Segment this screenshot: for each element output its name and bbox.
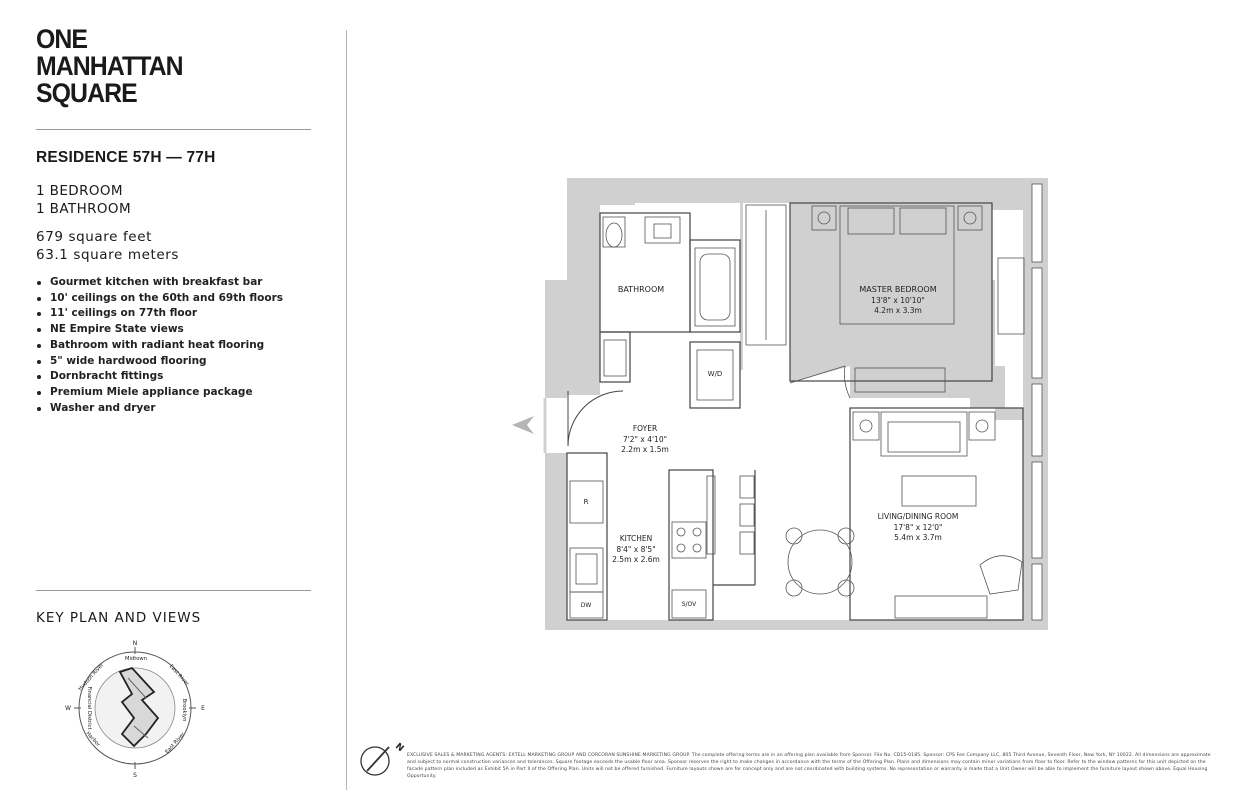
side-table (968, 411, 996, 441)
oven (671, 589, 707, 619)
north-label: N (393, 742, 405, 755)
feature-item: 5" wide hardwood flooring (36, 354, 283, 370)
living-label: LIVING/DINING ROOM (878, 512, 959, 521)
compass-w: W (65, 705, 71, 712)
bath-cabinet (603, 339, 627, 377)
area-square-feet: 679 square feet (36, 229, 152, 245)
feature-item: 11' ceilings on 77th floor (36, 306, 283, 322)
bedroom-furniture (789, 205, 1025, 399)
bedroom-count: 1 BEDROOM (36, 183, 123, 199)
feature-item: Gourmet kitchen with breakfast bar (36, 275, 283, 291)
feature-item: 10' ceilings on the 60th and 69th floors (36, 291, 283, 307)
dishwasher-label: DW (581, 602, 592, 609)
dining-table (787, 529, 853, 595)
key-plan-title: KEY PLAN AND VIEWS (36, 610, 202, 626)
room-count: 1 BEDROOM 1 BATHROOM (36, 182, 131, 218)
divider (36, 129, 311, 130)
feature-item: Dornbracht fittings (36, 369, 283, 385)
footprint-detail (127, 677, 149, 739)
closet (745, 204, 787, 346)
kitchen-sink (569, 547, 604, 593)
window-mullions (1031, 183, 1043, 621)
info-sidebar: ONE MANHATTAN SQUARE RESIDENCE 57H — 77H… (0, 0, 330, 800)
living-dim-metric: 5.4m x 3.7m (894, 533, 942, 542)
entry-arrow-icon (512, 416, 534, 434)
bed (839, 205, 955, 325)
dresser (854, 367, 946, 393)
coffee-table (901, 475, 977, 507)
foyer-open-area (630, 332, 723, 389)
view-label: Harbor (85, 731, 102, 749)
kitchen-dim-imperial: 8'4" x 8'5" (616, 545, 655, 554)
logo-line-3: SQUARE (36, 78, 138, 108)
kitchen-fixtures (569, 475, 755, 619)
breakfast-bar (706, 475, 716, 555)
compass-s: S (133, 772, 137, 779)
living-dim-imperial: 17'8" x 12'0" (894, 523, 943, 532)
sofa (880, 411, 968, 457)
living-furniture (785, 411, 1023, 619)
media-console (894, 595, 988, 619)
view-label: Brooklyn (181, 699, 187, 722)
entry-door-swing (567, 390, 624, 447)
nightstand (957, 205, 983, 231)
kitchen-dim-metric: 2.5m x 2.6m (612, 555, 660, 564)
lounge-chair (979, 555, 1023, 595)
bathroom-count: 1 BATHROOM (36, 201, 132, 217)
bar-stool (739, 531, 755, 555)
dishwasher (569, 591, 604, 619)
floor-plan: BATHROOM W/D MASTER BEDROOM 13'8" x 10'1… (543, 178, 1048, 630)
bedroom-shelf (997, 257, 1025, 335)
compass-n: N (133, 640, 138, 647)
room-outlines (566, 202, 1024, 621)
brand-logo: ONE MANHATTAN SQUARE (36, 24, 184, 108)
feature-item: Washer and dryer (36, 401, 283, 417)
refrigerator (569, 480, 604, 524)
feature-item: Bathroom with radiant heat flooring (36, 338, 283, 354)
master-bedroom-label: MASTER BEDROOM (859, 285, 936, 294)
view-label: Midtown (125, 656, 147, 662)
residence-title: RESIDENCE 57H — 77H (36, 149, 216, 166)
foyer-dim-imperial: 7'2" x 4'10" (623, 435, 667, 444)
foyer-dim-metric: 2.2m x 1.5m (621, 445, 669, 454)
view-label: East River (164, 731, 187, 755)
nightstand (811, 205, 837, 231)
key-plan-map: N S E W Hudson River Midtown East River … (65, 640, 205, 779)
compass-e: E (201, 705, 205, 712)
bathroom-label: BATHROOM (618, 285, 664, 294)
area-square-meters: 63.1 square meters (36, 247, 180, 263)
north-arrow-icon: N (360, 742, 405, 776)
bathtub (694, 247, 736, 327)
feature-item: Premium Miele appliance package (36, 385, 283, 401)
page-divider (346, 30, 347, 790)
oven-label: S/OV (682, 601, 697, 608)
plan-walls (545, 178, 1048, 630)
toilet-bowl (605, 222, 623, 248)
kitchen-label: KITCHEN (620, 534, 653, 543)
divider (36, 590, 311, 591)
bathroom-fixtures (602, 216, 736, 401)
bar-stool (739, 475, 755, 499)
view-label: East River (168, 664, 191, 688)
bedroom-door (789, 365, 846, 384)
bar-stool (739, 503, 755, 527)
area-info: 679 square feet 63.1 square meters (36, 228, 179, 264)
feature-list: Gourmet kitchen with breakfast bar 10' c… (36, 275, 283, 416)
master-bedroom-dim-imperial: 13'8" x 10'10" (871, 296, 925, 305)
cooktop (671, 521, 707, 559)
logo-line-2: MANHATTAN (36, 51, 184, 81)
building-footprint (118, 666, 160, 748)
view-label: Financial District (86, 687, 92, 730)
washer-dryer (696, 349, 734, 401)
fridge-label: R (584, 498, 589, 506)
side-table (852, 411, 880, 441)
vanity (644, 216, 681, 244)
master-bedroom-dim-metric: 4.2m x 3.3m (874, 306, 922, 315)
feature-item: NE Empire State views (36, 322, 283, 338)
wd-label: W/D (708, 370, 723, 378)
logo-line-1: ONE (36, 24, 88, 54)
foyer-label: FOYER (633, 424, 657, 433)
legal-disclaimer: EXCLUSIVE SALES & MARKETING AGENTS: EXTE… (407, 753, 1211, 779)
